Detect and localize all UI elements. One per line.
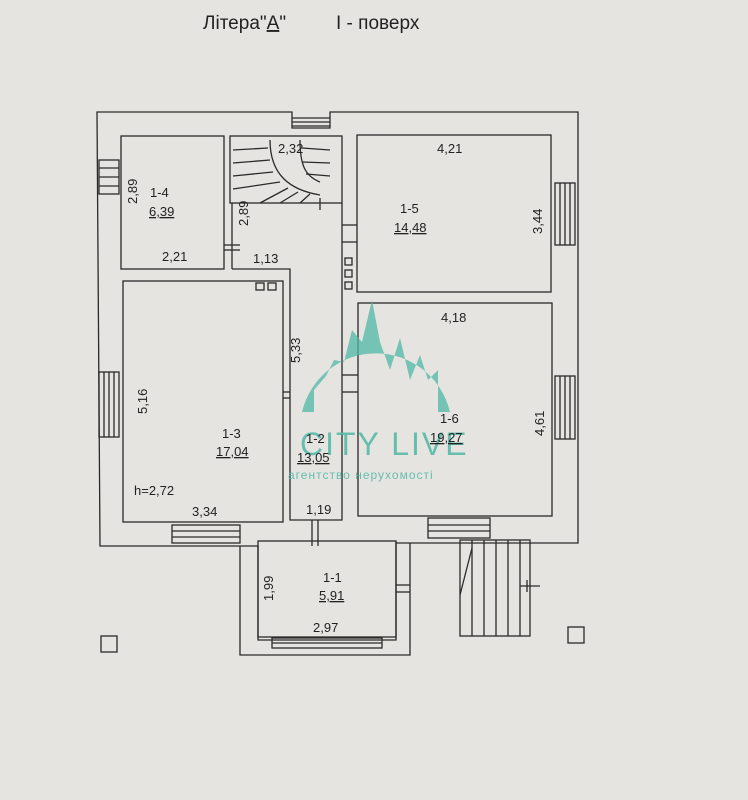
dim-r13-height: 5,16 [135,389,150,414]
room-1-6-area: 19,27 [430,430,463,445]
window-left-lower [98,371,120,438]
window-bottom-1-1 [271,637,383,649]
room-1-1-outline [257,540,397,638]
room-1-6-id: 1-6 [440,411,459,426]
room-1-1-id: 1-1 [323,570,342,585]
dim-r14-height: 2,89 [125,179,140,204]
dimension-labels: 2,32 2,89 2,89 2,21 1,13 4,21 3,44 4,18 … [125,141,547,635]
title-litera: Літера"А" [203,13,286,34]
window-bottom-right [427,517,491,539]
dim-stair-width: 2,32 [278,141,303,156]
dim-r13-width: 3,34 [192,504,217,519]
marker-right [567,626,585,644]
dim-stair-height: 2,89 [236,201,251,226]
watermark-subtitle: агентство нерухомості [288,468,434,482]
dim-r12-width: 1,19 [306,502,331,517]
watermark: CITY LIVE агентство нерухомості [288,300,469,482]
window-right-lower [554,375,576,440]
dim-r15-height: 3,44 [530,209,545,234]
room-1-2-id: 1-2 [306,431,325,446]
room-1-3-outline [122,280,284,523]
room-1-1-area: 5,91 [319,588,344,603]
room-labels: 1-4 6,39 1-5 14,48 1-3 17,04 1-2 13,05 1… [149,185,463,603]
room-1-4-id: 1-4 [150,185,169,200]
window-left-upper [98,159,120,195]
room-1-2-outline [231,203,343,521]
plan-title: Літера"А" І - поверх [203,13,420,34]
watermark-name: CITY LIVE [300,426,469,462]
room-1-4-outline [120,135,225,270]
marker-left [100,635,118,653]
vents [255,257,353,291]
plan-lines [96,111,585,656]
dim-r16-height: 4,61 [532,411,547,436]
outer-wall-bottom [239,543,411,656]
dim-r11-height: 1,99 [261,576,276,601]
room-1-2-area: 13,05 [297,450,330,465]
window-top [292,117,330,127]
ceiling-height: h=2,72 [134,483,174,498]
room-1-5-outline [356,134,552,293]
room-1-3-id: 1-3 [222,426,241,441]
room-1-4-area: 6,39 [149,204,174,219]
room-1-6-outline [357,302,553,517]
door-marks [224,224,410,593]
dim-r16-width: 4,18 [441,310,466,325]
window-right-upper [554,182,576,246]
dim-r15-width: 4,21 [437,141,462,156]
room-1-5-area: 14,48 [394,220,427,235]
dim-r11-width: 2,97 [313,620,338,635]
staircase-outline [229,135,343,204]
external-steps [459,539,540,637]
room-1-5-id: 1-5 [400,201,419,216]
dim-r13-height-side: 5,33 [288,338,303,363]
title-floor: І - поверх [336,13,420,34]
dim-corridor-width: 1,13 [253,251,278,266]
watermark-logo-icon [302,300,450,412]
stair-spiral [232,139,331,210]
dim-r14-width: 2,21 [162,249,187,264]
outer-wall [96,111,579,641]
window-bottom-left [171,524,241,544]
room-1-3-area: 17,04 [216,444,249,459]
